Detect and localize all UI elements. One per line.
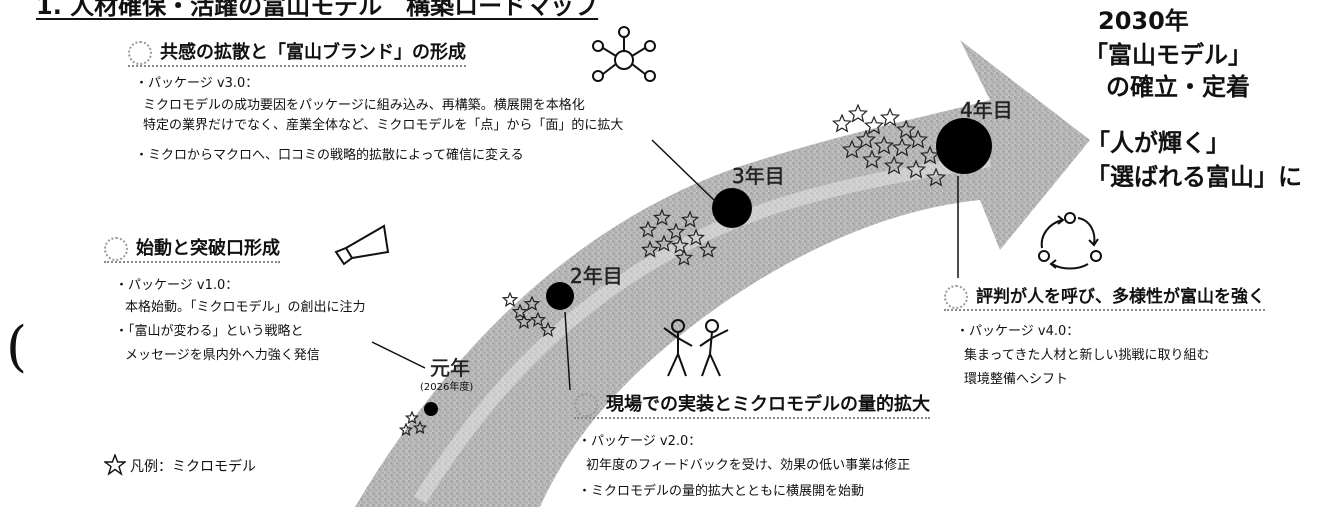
section-year4-title-text: 評判が人を呼び、多様性が富山を強く — [976, 287, 1265, 307]
milestone-label-year4: 4年目 — [960, 98, 1013, 123]
cycle-arrows-icon — [1038, 212, 1102, 270]
micro-model-star — [907, 129, 929, 149]
micro-model-star — [515, 313, 533, 329]
micro-model-star — [879, 107, 901, 127]
micro-model-star — [873, 135, 895, 155]
micro-model-star — [666, 222, 686, 240]
section-year3-title-text: 共感の拡散と「富山ブランド」の形成 — [160, 42, 466, 63]
section-year3-line-1: ミクロモデルの成功要因をパッケージに組み込み、再構築。横展開を本格化 — [143, 98, 585, 113]
micro-model-star — [863, 115, 885, 135]
star-icon — [104, 454, 126, 476]
megaphone-icon — [334, 224, 390, 266]
micro-model-star — [640, 240, 660, 258]
section-year4-title: 評判が人を呼び、多様性が富山を強く — [944, 282, 1265, 311]
micro-model-star — [412, 420, 428, 435]
micro-model-star — [841, 139, 863, 159]
section-year1-package: ・パッケージ v1.0： — [115, 278, 239, 293]
micro-model-star — [404, 410, 420, 425]
micro-model-star — [905, 159, 927, 179]
goal-line-2: の確立・定着 — [1106, 73, 1250, 101]
left-bracket: ( — [6, 315, 28, 378]
micro-model-star — [895, 119, 917, 139]
network-icon — [592, 26, 656, 82]
page-title: 1. 人材確保・活躍の富山モデル 構築ロードマップ — [36, 0, 599, 20]
micro-model-star — [847, 103, 869, 123]
sparkle-icon — [944, 285, 968, 309]
micro-model-star — [523, 295, 541, 311]
section-year2-line-2: ・ミクロモデルの量的拡大とともに横展開を始動 — [578, 484, 865, 499]
micro-model-star — [511, 303, 529, 319]
section-year4-package: ・パッケージ v4.0： — [956, 324, 1080, 339]
milestone-dot-year4 — [936, 118, 992, 174]
micro-model-star — [652, 208, 672, 226]
legend-text: 凡例：ミクロモデル — [130, 459, 256, 475]
sparkle-icon — [574, 393, 598, 417]
section-year3-package: ・パッケージ v3.0： — [135, 76, 259, 91]
arrow-body — [355, 40, 1090, 507]
micro-model-star — [891, 137, 913, 157]
section-year4-line-1: 集まってきた人材と新しい挑戦に取り組む — [964, 348, 1210, 363]
goal-line-4: 「選ばれる富山」に — [1086, 163, 1302, 191]
milestone-dot-year2 — [546, 282, 574, 310]
section-year2-title-text: 現場での実装とミクロモデルの量的拡大 — [606, 394, 930, 415]
micro-model-star — [831, 113, 853, 133]
sparkle-icon — [104, 237, 128, 261]
micro-model-star — [686, 228, 706, 246]
people-icon — [663, 319, 729, 377]
micro-model-star — [501, 291, 519, 307]
goal-line-3: 「人が輝く」 — [1086, 129, 1230, 157]
connector-year3 — [651, 139, 717, 203]
micro-model-star — [855, 129, 877, 149]
section-year1-line-2: ・「富山が変わる」という戦略と — [115, 324, 304, 339]
arrow-inner-highlight — [414, 153, 992, 504]
micro-model-star — [654, 234, 674, 252]
micro-model-star — [674, 248, 694, 266]
micro-model-star — [539, 321, 557, 337]
milestone-label-year0: 元年 — [430, 356, 471, 381]
micro-model-star — [883, 155, 905, 175]
section-year3-line-2: 特定の業界だけでなく、産業全体など、ミクロモデルを「点」から「面」的に拡大 — [143, 118, 624, 133]
section-year2-title: 現場での実装とミクロモデルの量的拡大 — [574, 390, 930, 419]
section-year3-title: 共感の拡散と「富山ブランド」の形成 — [128, 38, 466, 67]
milestone-label-year2: 2年目 — [570, 264, 623, 289]
section-year1-line-1: 本格始動。「ミクロモデル」の創出に注力 — [125, 300, 366, 315]
goal-year: 2030年 — [1098, 7, 1189, 35]
milestone-label-year3: 3年目 — [732, 164, 785, 189]
section-year1-line-3: メッセージを県内外へ力強く発信 — [125, 348, 320, 363]
sparkle-icon — [128, 41, 152, 65]
section-year3-line-3: ・ミクロからマクロへ、口コミの戦略的拡散によって確信に変える — [135, 148, 524, 163]
micro-model-star — [529, 311, 547, 327]
micro-model-star — [670, 236, 690, 254]
micro-model-star — [398, 422, 414, 437]
micro-model-star — [861, 149, 883, 169]
micro-model-star — [638, 220, 658, 238]
milestone-dot-year0 — [424, 402, 438, 416]
connector-year2 — [564, 311, 571, 391]
milestone-sub-year0: (2026年度) — [420, 382, 474, 393]
section-year2-line-1: 初年度のフィードバックを受け、効果の低い事業は修正 — [586, 458, 911, 473]
connector-year0 — [371, 341, 426, 369]
micro-model-star — [680, 210, 700, 228]
goal-line-1: 「富山モデル」 — [1084, 41, 1252, 69]
micro-model-star — [925, 167, 947, 187]
micro-model-star — [698, 240, 718, 258]
milestone-dot-year3 — [712, 188, 752, 228]
section-year2-package: ・パッケージ v2.0： — [578, 434, 702, 449]
section-year1-title-text: 始動と突破口形成 — [136, 238, 280, 259]
section-year1-title: 始動と突破口形成 — [104, 234, 280, 263]
section-year4-line-2: 環境整備へシフト — [964, 372, 1069, 387]
